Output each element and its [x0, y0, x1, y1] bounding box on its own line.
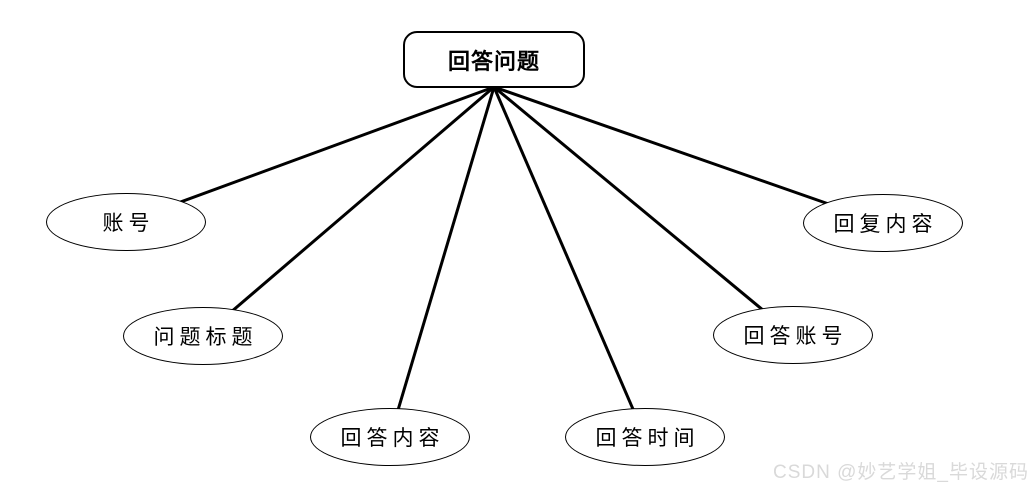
attribute-answer-account: 回答账号 [713, 306, 873, 364]
edge-entity-question-title [202, 85, 495, 338]
edge-entity-answer-content [388, 86, 496, 438]
attribute-answer-content: 回答内容 [310, 408, 470, 466]
entity-label: 回答问题 [447, 48, 540, 74]
attribute-label: 问题标题 [153, 325, 258, 349]
attribute-reply-content: 回复内容 [803, 194, 963, 252]
attribute-label: 回答时间 [595, 426, 700, 450]
attribute-question-title: 问题标题 [123, 307, 283, 365]
attribute-label: 账号 [102, 211, 155, 235]
edge-entity-account [125, 85, 495, 224]
edge-entity-answer-time [492, 86, 647, 438]
attribute-answer-time: 回答时间 [565, 408, 725, 466]
edge-entity-answer-account [493, 85, 794, 337]
attribute-label: 回答账号 [743, 324, 848, 348]
entity-answer-question: 回答问题 [403, 31, 585, 88]
watermark: CSDN @妙艺学姐_毕设源码 [773, 462, 1029, 483]
attribute-label: 回答内容 [340, 426, 445, 450]
attribute-account: 账号 [46, 193, 206, 251]
attribute-label: 回复内容 [833, 212, 938, 236]
edge-entity-reply-content [493, 85, 884, 225]
